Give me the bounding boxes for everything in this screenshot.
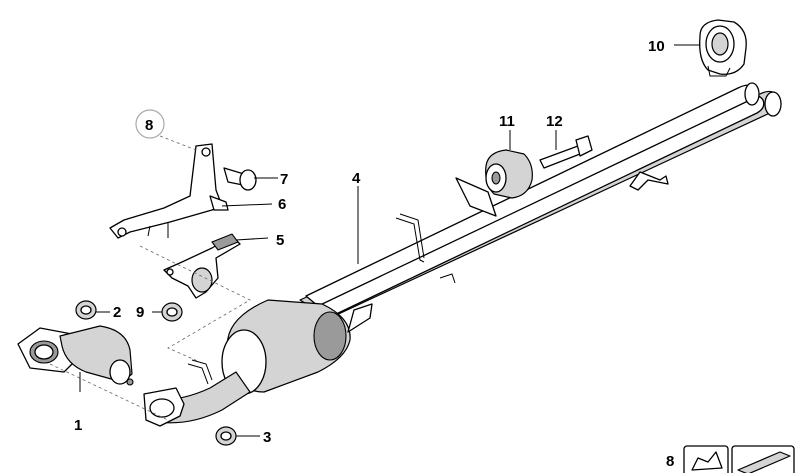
callout-8: 8 <box>145 117 153 134</box>
rear-twin-pipe <box>299 82 782 319</box>
front-catalytic-converter <box>17 325 134 386</box>
callout-6: 6 <box>278 196 286 213</box>
callout-4: 4 <box>352 170 361 187</box>
nut-part-9 <box>161 302 183 322</box>
pipe-clamp-part-10 <box>699 19 747 77</box>
bolt-part-12 <box>539 135 593 169</box>
bracket-part-6 <box>109 143 229 239</box>
callout-12: 12 <box>546 113 563 130</box>
callout-10: 10 <box>648 38 665 55</box>
front-pipe-section <box>143 359 251 427</box>
bolt-part-7 <box>223 167 257 191</box>
callout-9: 9 <box>136 304 144 321</box>
legend-callout-8: 8 <box>666 453 674 470</box>
rear-catalytic-converter <box>221 299 373 395</box>
callout-2: 2 <box>113 304 121 321</box>
nut-part-3 <box>215 426 237 446</box>
nut-part-2 <box>75 300 97 320</box>
callout-1: 1 <box>74 417 82 434</box>
leader-lines <box>79 44 700 437</box>
callout-8-circle <box>135 109 165 139</box>
callout-3: 3 <box>263 429 271 446</box>
mount-bracket-part-5 <box>163 233 241 299</box>
callout-11: 11 <box>499 113 515 130</box>
assembly-guide-lines <box>49 135 251 421</box>
legend-box: 8 <box>666 445 795 473</box>
callout-7: 7 <box>280 171 288 188</box>
rubber-mount-part-11 <box>485 149 533 199</box>
callout-5: 5 <box>276 232 284 249</box>
